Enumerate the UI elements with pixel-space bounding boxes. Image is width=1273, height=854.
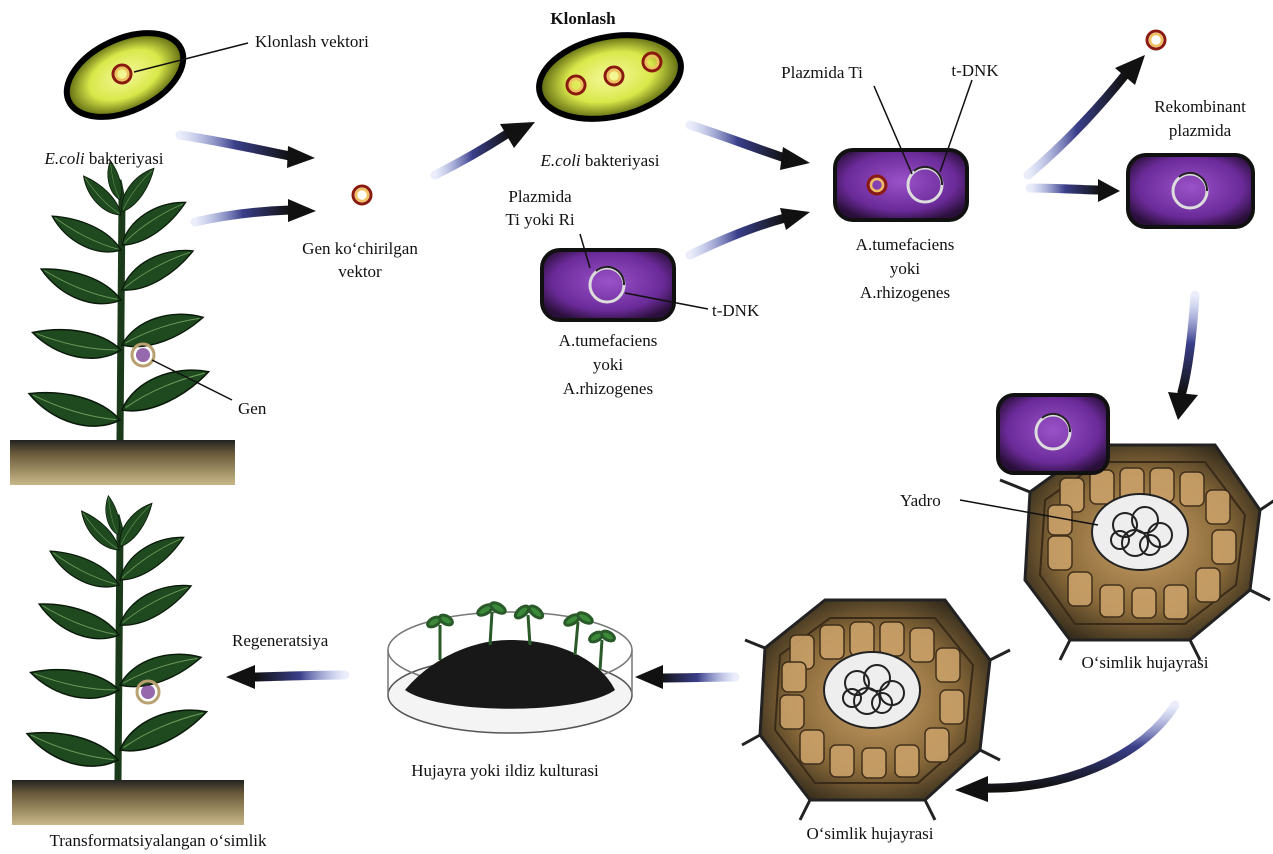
ecoli-bacterium-1 (63, 30, 187, 120)
plasmid-ti-pointer (873, 85, 913, 175)
gene-vector-label-line2: vektor (338, 262, 382, 281)
regeneration-label: Regeneratsiya (232, 631, 329, 650)
free-plasmid (1145, 29, 1167, 51)
arrow-to-recombinant (1025, 183, 1105, 195)
nucleus-label: Yadro (900, 491, 941, 510)
gene-label: Gen (238, 399, 267, 418)
arrow-cell1-to-cell2 (980, 700, 1180, 793)
plant-cell-1 (996, 393, 1273, 661)
ecoli-species-1: E.coli (44, 149, 85, 168)
transformed-plant (12, 494, 244, 825)
agro-label-1-line1: A.tumefaciens (558, 331, 658, 350)
ecoli-label-1: E.coli bakteriyasi (45, 148, 164, 169)
arrow-to-plant-cell (1177, 290, 1200, 397)
arrow-cell2-to-culture (655, 672, 740, 683)
arrow-plant-to-vector (190, 205, 295, 227)
ecoli-species-2: E.coli (540, 151, 581, 170)
cloning-vector-label: Klonlash vektori (255, 32, 369, 51)
gene-vector-plasmid (351, 184, 373, 206)
ecoli-label-2: E.coli bakteriyasi (541, 150, 660, 171)
plant-cell-2 (741, 598, 1011, 821)
gene-vector-label-line1: Gen ko‘chirilgan (302, 239, 418, 258)
agrobacterium-2 (833, 148, 969, 222)
culture-label: Hujayra yoki ildiz kulturasi (411, 761, 599, 780)
ecoli-rest-2: bakteriyasi (580, 151, 660, 170)
cloning-label: Klonlash (550, 9, 616, 28)
tdna-pointer-1 (624, 292, 709, 310)
donor-plant (10, 159, 235, 485)
recombinant-label-line1: Rekombinant (1154, 97, 1246, 116)
recombinant-label-line2: plazmida (1168, 121, 1232, 140)
plasmid-ti-ri-label-line2: Ti yoki Ri (505, 210, 575, 229)
agro-label-1-line2: yoki (592, 355, 624, 374)
arrow-to-free-plasmid (1023, 70, 1130, 180)
nucleus-pointer (959, 499, 1099, 526)
arrow-ecoli-to-vector (175, 130, 295, 161)
agrobacterium-1 (540, 248, 676, 322)
arrow-culture-to-plant (250, 670, 350, 682)
plasmid-ti-ri-pointer (579, 233, 591, 269)
ecoli-bacterium-cloning (536, 32, 684, 122)
agro-label-1-line3: A.rhizogenes (562, 379, 654, 398)
recombinant-bacterium (1126, 153, 1255, 229)
tdna-label-1: t-DNK (712, 301, 760, 320)
plasmid-ti-ri-label-line1: Plazmida (508, 187, 572, 206)
cloning-vector-pointer (133, 42, 249, 73)
transformed-plant-label: Transformatsiyalangan o‘simlik (49, 831, 267, 850)
arrow-cloning-to-agro (685, 120, 790, 163)
culture-dish (387, 601, 633, 734)
plant-cell-label-2: O‘simlik hujayrasi (806, 824, 934, 843)
arrow-agro1-to-agro2 (685, 213, 790, 260)
agro-label-2-line1: A.tumefaciens (855, 235, 955, 254)
tdna-pointer-2 (939, 79, 973, 173)
arrow-vector-to-cloning (430, 127, 515, 180)
agro-label-2-line3: A.rhizogenes (859, 283, 951, 302)
gene-pointer (151, 359, 233, 401)
agro-label-2-line2: yoki (889, 259, 921, 278)
plant-cell-label-1: O‘simlik hujayrasi (1081, 653, 1209, 672)
plasmid-ti-label: Plazmida Ti (781, 63, 863, 82)
ecoli-rest-1: bakteriyasi (84, 149, 164, 168)
tdna-label-2: t-DNK (951, 61, 999, 80)
